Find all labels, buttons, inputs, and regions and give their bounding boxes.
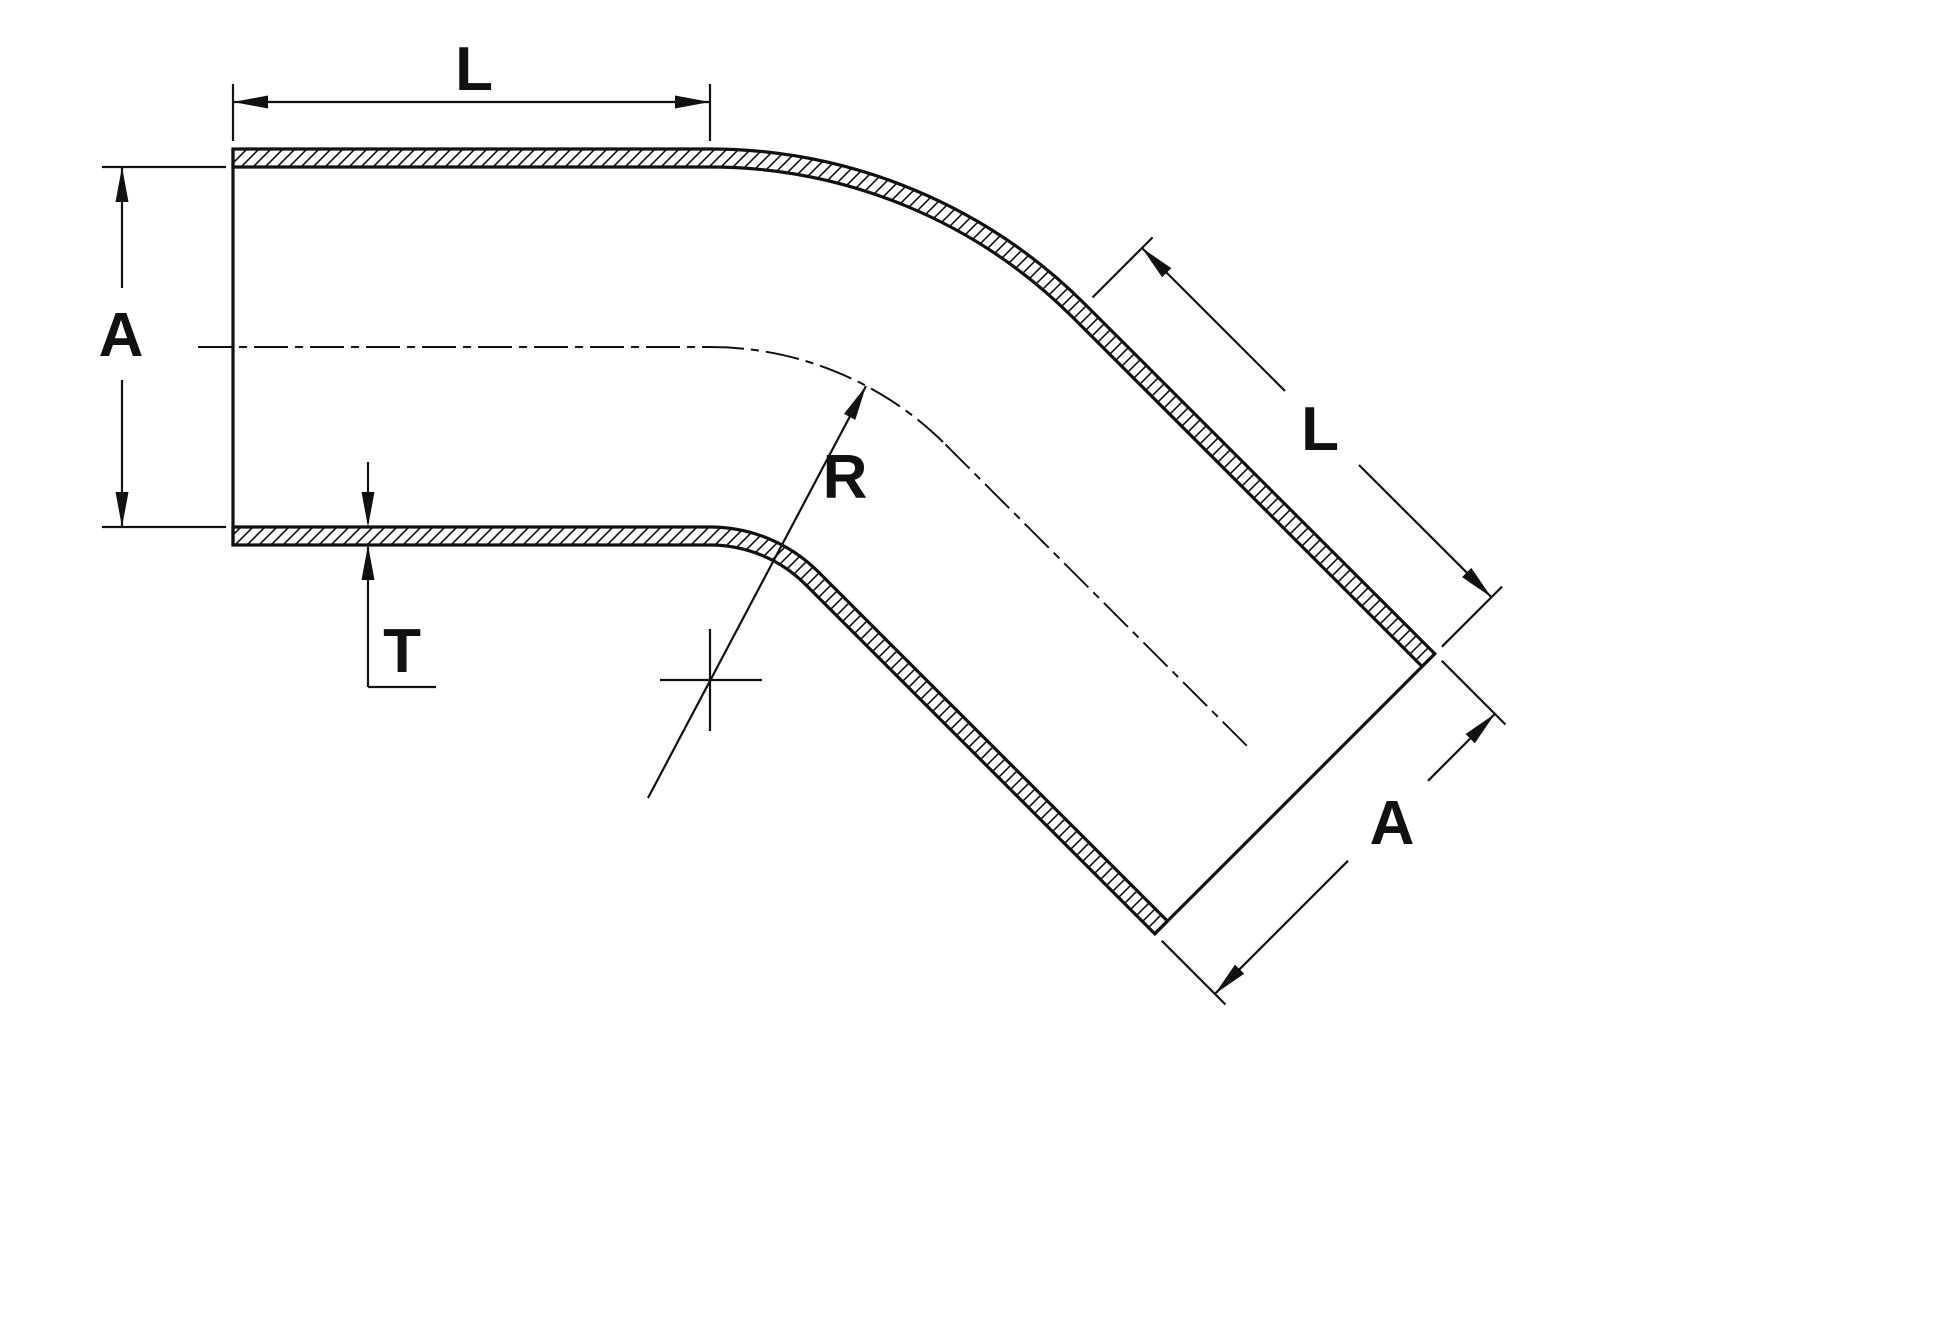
arrowhead-upper [1465, 713, 1495, 744]
tube-outlet-end-face [1153, 652, 1436, 935]
arrowhead-down [361, 492, 375, 527]
arrowhead-lower [1462, 567, 1492, 598]
dim-label-inlet-length: L [455, 35, 493, 104]
dim-label-outlet-diameter: A [1370, 789, 1415, 858]
arrowhead-lower [1214, 964, 1245, 994]
centerline-angled [944, 443, 1249, 748]
dim-label-bend-radius: R [823, 443, 868, 512]
dim-label-wall-thickness: T [383, 617, 421, 686]
ext-line-upper [1091, 236, 1154, 299]
arrowhead-right [675, 95, 710, 109]
ext-line-lower [1161, 940, 1227, 1006]
ext-line-upper [1441, 660, 1507, 726]
dim-label-inlet-diameter: A [99, 301, 144, 370]
ext-line-lower [1441, 585, 1503, 648]
arrowhead-upper [1142, 248, 1172, 278]
dim-inlet-diameter: A [99, 165, 226, 529]
dim-inlet-length: L [231, 35, 712, 141]
arrowhead-up [115, 167, 129, 202]
dim-outlet-diameter: A [1161, 660, 1507, 1006]
elbow-tube [231, 147, 1438, 937]
centerlines [198, 346, 1249, 748]
dim-label-outlet-length: L [1301, 395, 1339, 464]
centerline-bend-arc [709, 346, 947, 446]
radius-line [647, 385, 867, 799]
dim-outlet-length: L [1091, 236, 1503, 648]
arrowhead-down [115, 492, 129, 527]
dim-wall-thickness: T [361, 462, 436, 689]
dim-bend-radius: R [647, 385, 868, 799]
tube-lower-wall-hatched [231, 525, 1170, 937]
arrowhead-left [233, 95, 268, 109]
arrowhead-to-arc [843, 386, 866, 420]
